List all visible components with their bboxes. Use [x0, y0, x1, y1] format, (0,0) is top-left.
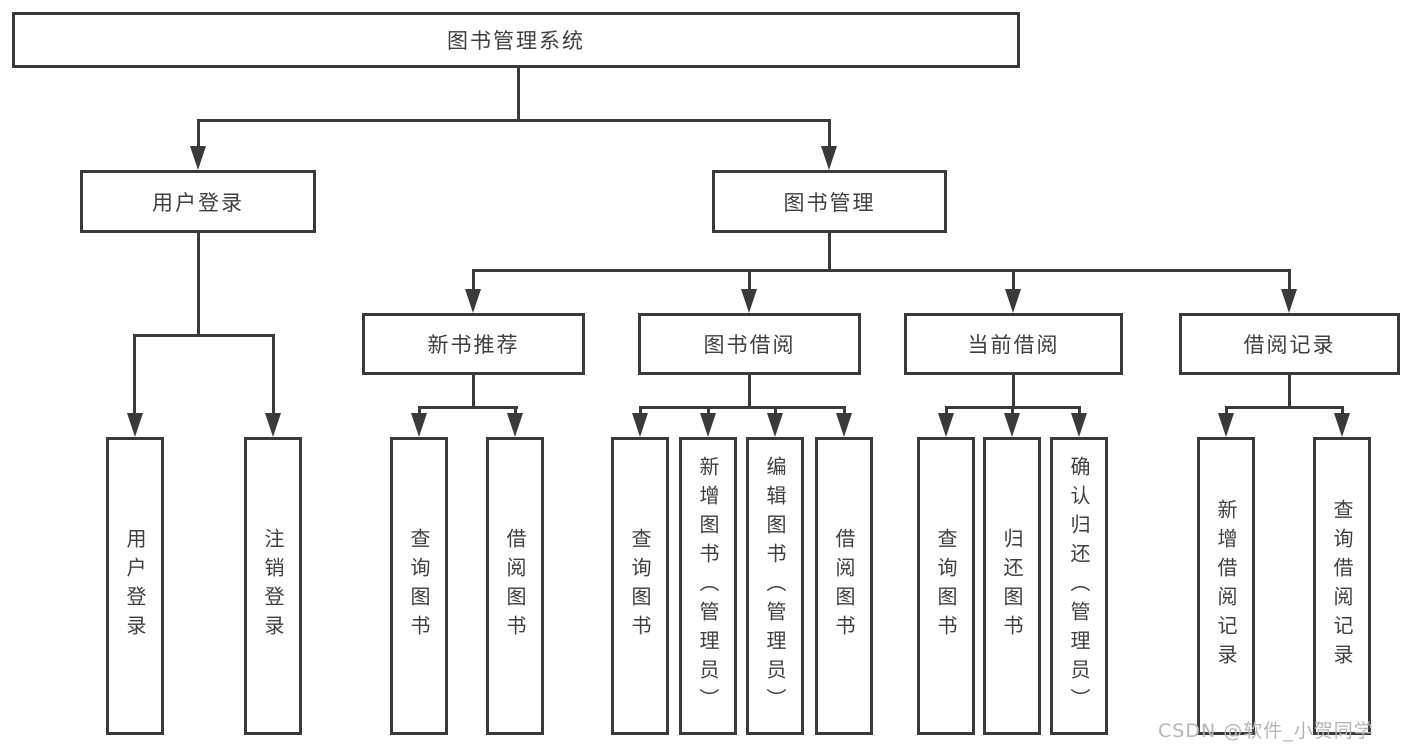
node-library-management-system: 图书管理系统 — [12, 12, 1020, 68]
leaf-label: 编辑图书（管理员） — [763, 455, 787, 717]
connector-vline — [1288, 375, 1291, 406]
leaf-newbook-borrow-books: 借阅图书 — [486, 437, 544, 735]
leaf-add-books-admin: 新增图书（管理员） — [679, 437, 737, 735]
leaf-logout: 注销登录 — [244, 437, 302, 735]
arrowhead-down — [507, 413, 523, 437]
connector-vline — [1341, 406, 1344, 418]
connector-vline — [1011, 406, 1014, 418]
connector-hline — [197, 119, 831, 122]
arrowhead-down — [1004, 413, 1020, 437]
connector-vline — [418, 406, 421, 418]
connector-vline — [517, 68, 520, 119]
node-label: 图书管理 — [783, 190, 876, 215]
leaf-label: 新增借阅记录 — [1214, 499, 1238, 673]
leaf-label: 确认归还（管理员） — [1067, 455, 1091, 717]
connector-hline — [472, 269, 1291, 272]
arrowhead-down — [938, 413, 954, 437]
leaf-borrowing-borrow-books: 借阅图书 — [815, 437, 873, 735]
arrowhead-down — [411, 413, 427, 437]
node-label: 图书借阅 — [703, 333, 796, 357]
connector-vline — [472, 269, 475, 293]
connector-vline — [639, 406, 642, 418]
arrowhead-down — [1218, 413, 1234, 437]
leaf-label: 归还图书 — [1000, 528, 1024, 644]
arrowhead-down — [1071, 413, 1087, 437]
connector-vline — [828, 233, 831, 269]
connector-vline — [272, 334, 275, 418]
arrowhead-down — [836, 413, 852, 437]
connector-vline — [1012, 375, 1015, 406]
arrowhead-down — [265, 413, 281, 437]
leaf-return-books: 归还图书 — [983, 437, 1041, 735]
connector-hline — [1225, 406, 1344, 409]
leaf-edit-books-admin: 编辑图书（管理员） — [746, 437, 804, 735]
leaf-label: 借阅图书 — [503, 528, 527, 644]
connector-vline — [843, 406, 846, 418]
leaf-label: 注销登录 — [261, 528, 285, 644]
leaf-query-borrow-record: 查询借阅记录 — [1313, 437, 1371, 735]
arrowhead-down — [821, 146, 837, 170]
node-label: 借阅记录 — [1243, 333, 1336, 357]
leaf-label: 新增图书（管理员） — [696, 455, 720, 717]
connector-vline — [828, 119, 831, 150]
connector-vline — [1288, 269, 1291, 293]
arrowhead-down — [1334, 413, 1350, 437]
node-new-book-recommendation: 新书推荐 — [362, 313, 585, 375]
arrowhead-down — [190, 146, 206, 170]
leaf-label: 借阅图书 — [832, 528, 856, 644]
arrowhead-down — [741, 289, 757, 313]
leaf-add-borrow-record: 新增借阅记录 — [1197, 437, 1255, 735]
arrowhead-down — [1281, 289, 1297, 313]
leaf-borrowing-query-books: 查询图书 — [611, 437, 669, 735]
node-borrowing-records: 借阅记录 — [1179, 313, 1400, 375]
node-label: 当前借阅 — [967, 333, 1060, 357]
connector-hline — [133, 334, 275, 337]
node-label: 新书推荐 — [427, 333, 520, 357]
connector-vline — [133, 334, 136, 418]
csdn-watermark: CSDN @软件_小贺同学 — [1158, 720, 1374, 742]
leaf-label: 查询借阅记录 — [1330, 499, 1354, 673]
arrowhead-down — [1005, 289, 1021, 313]
connector-vline — [472, 375, 475, 406]
leaf-newbook-query-books: 查询图书 — [390, 437, 448, 735]
node-book-management: 图书管理 — [712, 170, 947, 233]
leaf-user-login: 用户登录 — [106, 437, 164, 735]
connector-vline — [1012, 269, 1015, 293]
node-book-borrowing: 图书借阅 — [638, 313, 861, 375]
connector-vline — [748, 375, 751, 406]
node-current-borrowing: 当前借阅 — [904, 313, 1123, 375]
leaf-label: 查询图书 — [407, 528, 431, 644]
node-label: 图书管理系统 — [447, 29, 585, 53]
leaf-label: 用户登录 — [123, 528, 147, 644]
node-user-login: 用户登录 — [80, 170, 316, 233]
connector-hline — [639, 406, 846, 409]
connector-vline — [945, 406, 948, 418]
leaf-current-query-books: 查询图书 — [917, 437, 975, 735]
node-label: 用户登录 — [152, 190, 244, 215]
arrowhead-down — [127, 413, 143, 437]
connector-vline — [1078, 406, 1081, 418]
connector-vline — [1225, 406, 1228, 418]
connector-vline — [197, 119, 200, 150]
connector-vline — [748, 269, 751, 293]
connector-vline — [774, 406, 777, 418]
arrowhead-down — [700, 413, 716, 437]
connector-vline — [514, 406, 517, 418]
connector-hline — [418, 406, 518, 409]
leaf-label: 查询图书 — [628, 528, 652, 644]
arrowhead-down — [632, 413, 648, 437]
connector-vline — [197, 233, 200, 334]
connector-vline — [707, 406, 710, 418]
leaf-label: 查询图书 — [934, 528, 958, 644]
arrowhead-down — [465, 289, 481, 313]
leaf-confirm-return-admin: 确认归还（管理员） — [1050, 437, 1108, 735]
arrowhead-down — [767, 413, 783, 437]
